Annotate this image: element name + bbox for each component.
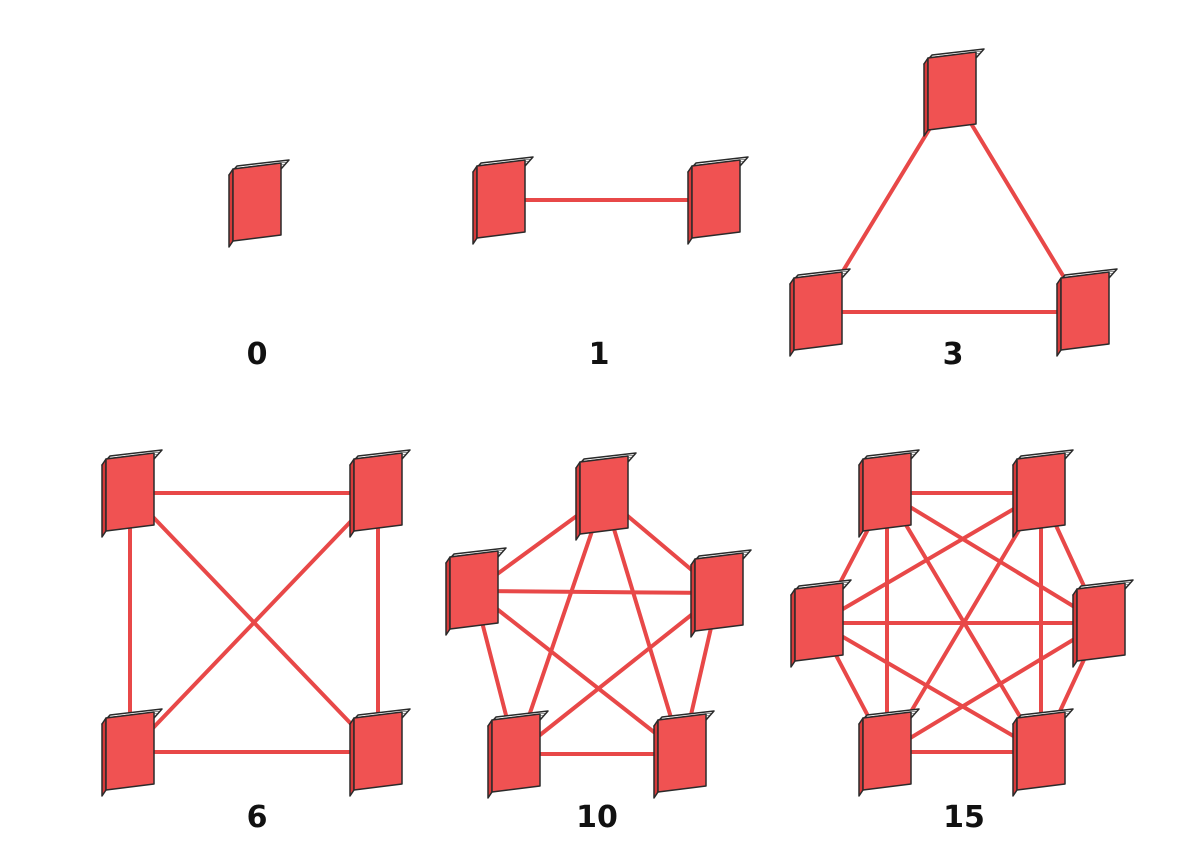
book-icon (472, 156, 534, 245)
connection-line (472, 589, 684, 756)
panel-5-books: 10 (445, 452, 752, 835)
connection-count-label: 10 (576, 800, 618, 835)
book-icon (1072, 579, 1134, 668)
book-icon (1012, 708, 1074, 797)
book-icon (487, 710, 549, 799)
book-icon (653, 710, 715, 799)
connection-line (514, 494, 606, 756)
panel-3-books: 3 (789, 48, 1118, 372)
connection-line (817, 621, 1043, 754)
connection-count-label: 15 (943, 800, 985, 835)
connection-line (885, 491, 1103, 625)
book-icon (790, 579, 852, 668)
panel-4-books: 6 (101, 449, 411, 835)
connection-line (472, 589, 721, 595)
book-icon (349, 449, 411, 538)
book-icon (690, 549, 752, 638)
book-icon (858, 708, 920, 797)
book-icon (445, 547, 507, 636)
panel-1-book: 0 (228, 159, 290, 372)
books (789, 48, 1118, 357)
connection-count-label: 1 (589, 337, 610, 372)
book-icon (349, 708, 411, 797)
connections (128, 491, 380, 754)
books (790, 449, 1134, 797)
book-icon (1056, 268, 1118, 357)
book-icon (575, 452, 637, 541)
book-icon (687, 156, 749, 245)
book-icon (923, 48, 985, 137)
connection-line (128, 491, 380, 754)
books (101, 449, 411, 797)
books (228, 159, 290, 248)
panel-6-books: 15 (790, 449, 1134, 835)
book-icon (1012, 449, 1074, 538)
connection-count-label: 0 (247, 337, 268, 372)
books (472, 156, 749, 245)
connection-line (514, 591, 721, 756)
connection-count-label: 6 (247, 800, 268, 835)
connection-line (950, 90, 1087, 314)
connection-line (885, 621, 1103, 754)
panel-2-books: 1 (472, 156, 749, 372)
book-icon (858, 449, 920, 538)
book-icon (789, 268, 851, 357)
book-icon (101, 708, 163, 797)
book-icon (101, 449, 163, 538)
book-icon (228, 159, 290, 248)
connection-line (602, 494, 684, 756)
books (445, 452, 752, 799)
connection-line (817, 491, 1043, 625)
connection-count-label: 3 (943, 337, 964, 372)
